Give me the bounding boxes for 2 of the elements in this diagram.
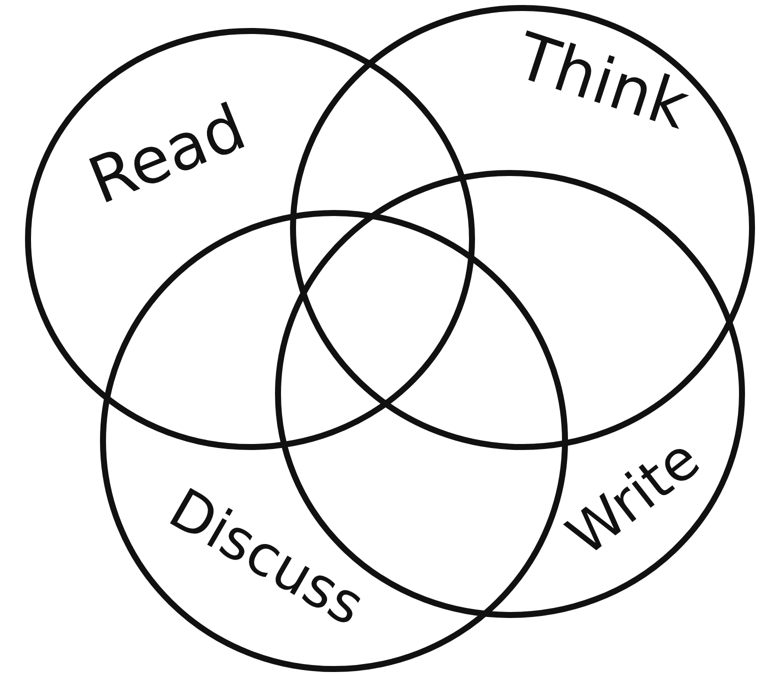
circle-label: Think (509, 24, 696, 140)
circle-label: Read (80, 95, 254, 215)
